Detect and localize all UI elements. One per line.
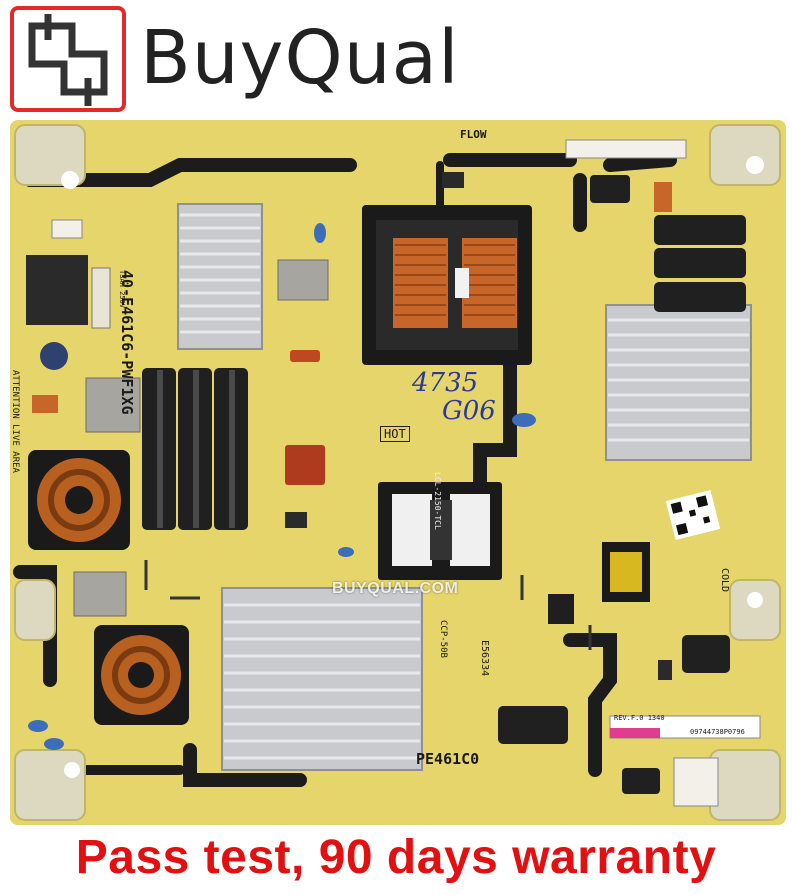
bridge-rectifier bbox=[26, 255, 88, 325]
pcb-board: 40-E461C6-PWF1XG ATTENTION LIVE AREA T3A… bbox=[10, 120, 786, 825]
fuse-rating-label: T3AH 250V bbox=[118, 270, 126, 308]
mounting-pads bbox=[14, 124, 781, 821]
ccp-label: CCP-50B bbox=[438, 620, 448, 658]
brand-name: BuyQual bbox=[140, 15, 460, 101]
model-label: PE461C0 bbox=[416, 750, 480, 768]
toroid-inductor-lower bbox=[94, 625, 189, 725]
flow-label: FLOW bbox=[460, 128, 487, 141]
x-capacitors bbox=[73, 259, 329, 617]
small-coil bbox=[654, 182, 672, 212]
header: BuyQual bbox=[0, 0, 792, 118]
transistor bbox=[285, 512, 307, 528]
pcb-illustration bbox=[10, 120, 786, 825]
handwritten-code-bottom: G06 bbox=[442, 396, 496, 426]
main-transformer bbox=[362, 205, 532, 365]
red-capacitors bbox=[285, 350, 325, 485]
toroid-inductor-upper bbox=[28, 450, 130, 550]
cold-label: COLD bbox=[719, 568, 730, 593]
rev-label: REV.F.0 1340 bbox=[614, 714, 665, 722]
serial-number-label: 09744738P0796 bbox=[690, 728, 745, 736]
transformer-label: LCL-2150-TCL bbox=[433, 472, 442, 530]
e-number-label: E56334 bbox=[479, 640, 490, 677]
varistor bbox=[40, 342, 68, 370]
connector-top bbox=[565, 139, 687, 159]
hot-label: HOT bbox=[380, 426, 410, 442]
output-capacitors bbox=[498, 175, 746, 794]
small-transformer bbox=[378, 482, 502, 580]
blue-capacitors bbox=[28, 223, 536, 750]
watermark: BUYQUAL.COM bbox=[332, 580, 459, 597]
fuse bbox=[91, 267, 111, 329]
handwritten-code-top: 4735 bbox=[412, 368, 479, 398]
warranty-banner: Pass test, 90 days warranty bbox=[75, 831, 717, 884]
bulk-capacitors bbox=[142, 368, 248, 530]
controller-ic bbox=[548, 594, 574, 624]
brand-logo-icon bbox=[10, 6, 126, 112]
heatsink-top-left bbox=[177, 203, 263, 350]
connector-ac bbox=[51, 219, 83, 239]
connector-bottom bbox=[673, 757, 719, 807]
attention-label: ATTENTION LIVE AREA bbox=[10, 370, 20, 473]
heatsink-right bbox=[605, 304, 752, 461]
heatsink-bottom bbox=[221, 587, 423, 771]
